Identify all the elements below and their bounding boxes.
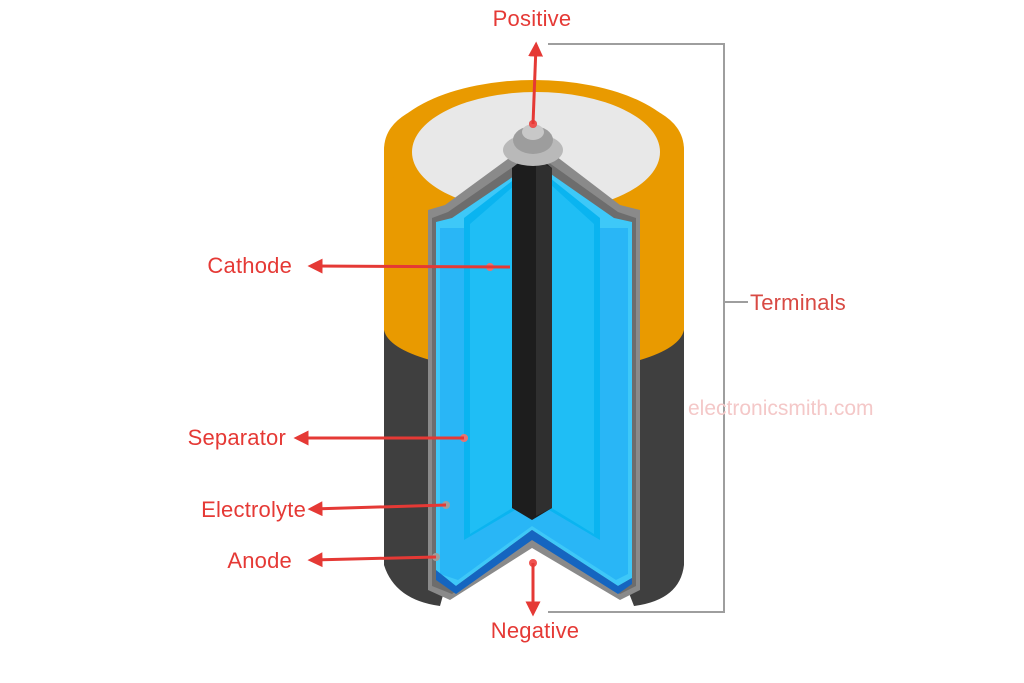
label-cathode: Cathode: [207, 253, 292, 278]
anode-region: [436, 530, 632, 594]
label-positive: Positive: [492, 6, 572, 31]
positive-arrow: [528, 41, 544, 125]
watermark-text: electronicsmith.com: [688, 397, 874, 420]
label-anode: Anode: [227, 548, 292, 573]
anode-arrow: [307, 552, 437, 568]
label-terminals: Terminals: [750, 290, 846, 315]
terminals-bracket: [548, 43, 725, 613]
electrolyte-arrow: [307, 501, 447, 517]
label-separator: Separator: [187, 425, 286, 450]
label-negative: Negative: [490, 618, 580, 643]
cathode-arrow: [307, 258, 511, 274]
label-electrolyte: Electrolyte: [201, 497, 306, 522]
